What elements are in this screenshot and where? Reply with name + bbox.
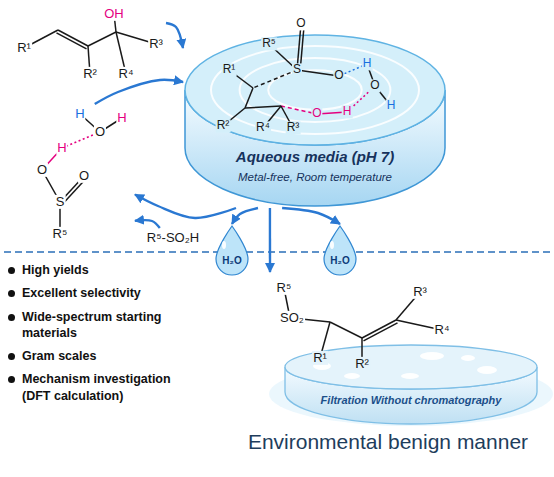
water-droplet-outline [320,224,360,276]
atom-label: R² [354,357,370,371]
bullet-dot [8,290,15,297]
atom-label: R⁴ [118,67,135,81]
atom-label: O [333,69,344,82]
bond-line [330,322,362,338]
product-powder [313,362,331,370]
reaction-disk: OR⁵HR¹SOOHHOR²R⁴R³Aqueous media (pH 7)Me… [183,8,448,208]
condition-text: Metal-free, Room temperature [237,171,393,184]
atom-label: O [94,125,106,139]
reaction-arrow [282,208,340,224]
dish-face [285,345,537,389]
water-label: H₂O [329,255,350,266]
condition-text: Aqueous media (pH 7) [235,149,395,166]
bullet-dot [8,314,15,321]
product-powder [420,352,444,360]
reaction-arrow [232,208,258,224]
atom-label: H [74,107,85,121]
reaction-arrow [166,23,183,48]
atom-label: R¹ [222,63,237,76]
reaction-arrow [135,220,160,228]
atom-label: OH [103,7,125,21]
atom-label: R³ [412,285,428,299]
bullet-dot [8,353,15,360]
atom-label: H [342,105,353,118]
droplet-highlight [222,241,226,249]
atom-label: H [362,57,373,70]
atom-label: O [295,17,306,30]
transition-state: OR⁵HR¹SOOHHOR²R⁴R³ [213,14,413,142]
water-ripple [240,58,391,122]
water-ripple [211,46,419,134]
atom-label: O [78,169,90,183]
product-powder [461,355,475,361]
atom-label: R⁴ [255,121,271,134]
bond-line [58,30,88,46]
bond-line [88,32,116,46]
product-powder [401,373,419,379]
dish-caption: Filtration Without chromatography [320,394,503,406]
atom-label: H [386,99,397,112]
bond-line [362,320,396,338]
bond-drawing [213,14,413,142]
product-powder [477,366,497,374]
bullet-dot [8,376,15,383]
atom-label: R² [216,119,231,132]
atom-label: S [55,195,66,209]
feature-item: Excellent selectivity [8,285,188,301]
feature-text: Excellent selectivity [22,285,141,301]
atom-label: R⁵ [52,227,69,241]
reaction-arrow [95,80,183,104]
droplet-shape [216,226,248,275]
water-label: H₂O [221,255,242,266]
atom-label: H [56,141,67,155]
atom-label: H [116,111,127,125]
atom-label: SO₂ [279,311,305,325]
feature-item: High yields [8,262,188,278]
feature-item: Gram scales [8,348,188,364]
product-powder [344,373,360,379]
atom-label: R¹ [312,351,328,365]
atom-label: R³ [286,121,301,134]
reaction-arrow [135,195,236,218]
atom-label: R³ [148,37,164,51]
atom-label: R⁵ [276,281,293,295]
droplet-highlight [330,241,334,249]
feature-item: Mechanism investigation (DFT calculation… [8,371,188,404]
feature-list: High yieldsExcellent selectivityWide-spe… [8,262,188,404]
atom-label: R² [82,67,98,81]
tagline: Environmental benign manner [248,430,528,453]
atom-label: S [292,63,302,76]
bond-line [363,323,397,341]
feature-text: High yields [22,262,89,278]
atom-label: R⁴ [434,323,451,337]
atom-label: O [369,79,380,92]
water-droplet-outline [212,224,252,276]
reactant-molecule: OH R¹ R³ R² R⁴ [6,2,166,86]
sulfinic-acid-water-complex: HHOHOOSR⁵ [20,104,135,250]
water-droplet: H₂O [212,224,252,276]
reagent-formula: R⁵-SO₂H [146,230,200,244]
disk-face [185,35,445,145]
bond-line [56,33,86,49]
atom-label: O [36,163,48,177]
droplet-shape [324,226,356,275]
atom-label: O [311,107,322,120]
feature-text: Mechanism investigation (DFT calculation… [22,371,188,404]
feature-text: Wide-spectrum starting materials [22,309,188,342]
feature-item: Wide-spectrum starting materials [8,309,188,342]
water-droplet: H₂O [320,224,360,276]
water-ripple [268,70,362,110]
reaction-arrow [269,208,271,272]
reagent-label: R⁵-SO₂H [140,228,206,247]
atom-label: R⁵ [261,37,277,50]
bullet-dot [8,267,15,274]
atom-label: R¹ [16,41,32,55]
divider-line [4,251,550,253]
feature-text: Gram scales [22,348,96,364]
product-molecule: R⁵ R³ SO₂ R⁴ R¹ R² [262,272,462,374]
